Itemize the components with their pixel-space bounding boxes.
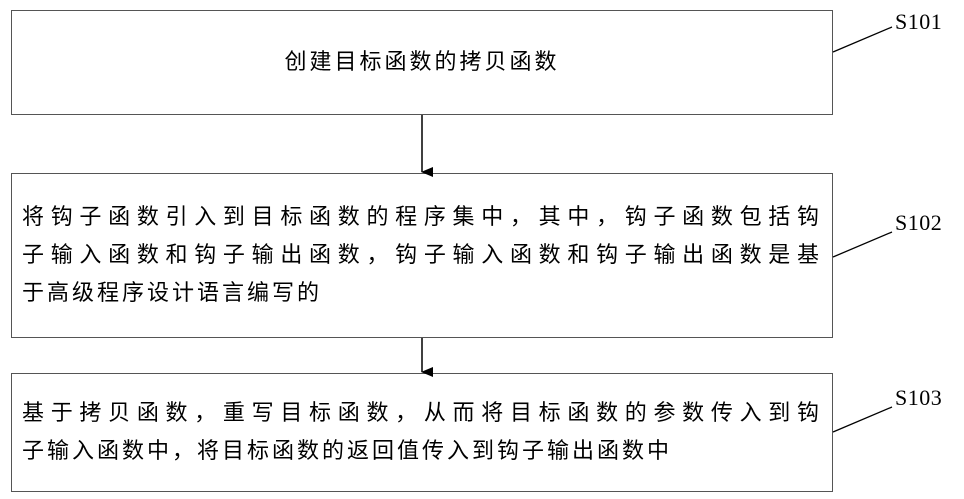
step-text-line: 创建目标函数的拷贝函数 bbox=[284, 44, 559, 82]
step-text-line: 子输入函数和钩子输出函数，钩子输入函数和钩子输出函数是基 bbox=[22, 237, 822, 275]
leader-line-s103 bbox=[833, 407, 892, 432]
step-text-s101: 创建目标函数的拷贝函数 bbox=[284, 44, 559, 82]
step-label-s101: S101 bbox=[895, 9, 942, 35]
step-text-line: 将钩子函数引入到目标函数的程序集中，其中，钩子函数包括钩 bbox=[22, 199, 822, 237]
step-text-line: 于高级程序设计语言编写的 bbox=[22, 275, 822, 313]
step-label-s102: S102 bbox=[895, 210, 942, 236]
step-box-s103: 基于拷贝函数，重写目标函数，从而将目标函数的参数传入到钩 子输入函数中，将目标函… bbox=[11, 373, 833, 492]
step-text-s102: 将钩子函数引入到目标函数的程序集中，其中，钩子函数包括钩 子输入函数和钩子输出函… bbox=[22, 199, 822, 313]
step-text-s103: 基于拷贝函数，重写目标函数，从而将目标函数的参数传入到钩 子输入函数中，将目标函… bbox=[22, 395, 822, 471]
step-label-s103: S103 bbox=[895, 385, 942, 411]
step-text-line: 子输入函数中，将目标函数的返回值传入到钩子输出函数中 bbox=[22, 433, 822, 471]
leader-line-s102 bbox=[833, 232, 892, 257]
leader-line-s101 bbox=[833, 27, 892, 52]
step-box-s102: 将钩子函数引入到目标函数的程序集中，其中，钩子函数包括钩 子输入函数和钩子输出函… bbox=[11, 173, 833, 338]
step-text-line: 基于拷贝函数，重写目标函数，从而将目标函数的参数传入到钩 bbox=[22, 395, 822, 433]
step-box-s101: 创建目标函数的拷贝函数 bbox=[11, 10, 833, 115]
